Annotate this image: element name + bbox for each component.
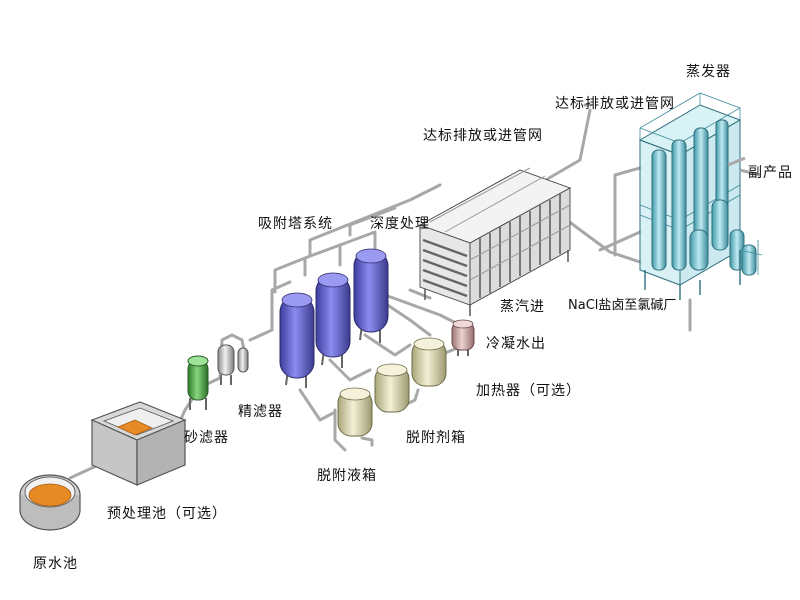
label-sand-filter: 砂滤器 (184, 430, 229, 446)
desorbent-tank-1 (374, 363, 410, 413)
label-desorption-tank: 脱附液箱 (317, 468, 377, 484)
label-raw-pool: 原水池 (33, 556, 78, 572)
label-discharge-2: 达标排放或进管网 (555, 96, 675, 112)
evaporator-unit (638, 92, 763, 300)
desorbent-tank-2 (411, 337, 447, 387)
adsorption-tower-3 (353, 248, 389, 343)
adsorption-tower-1 (279, 292, 315, 388)
label-deep-treatment: 深度处理 (370, 216, 430, 232)
evaporator-pipes (727, 156, 761, 177)
label-pretreat-pool: 预处理池（可选） (107, 506, 227, 522)
label-discharge-1: 达标排放或进管网 (423, 128, 543, 144)
sand-filter (187, 355, 209, 410)
adsorption-tower-2 (315, 272, 351, 368)
label-byproduct: 副产品 (748, 165, 793, 181)
label-adsorption-tower: 吸附塔系统 (258, 216, 333, 232)
heater (451, 319, 475, 356)
pretreatment-pool (90, 401, 187, 486)
raw-water-pool (19, 474, 81, 531)
label-condensate-out: 冷凝水出 (486, 336, 546, 352)
label-nacl-brine: NaCl盐卤至氯碱厂 (568, 298, 677, 313)
pipe-network (68, 103, 692, 480)
label-desorbent-tank: 脱附剂箱 (406, 430, 466, 446)
membrane-unit (418, 167, 572, 316)
desorption-liquid-tank (337, 387, 373, 437)
label-fine-filter: 精滤器 (238, 404, 283, 420)
label-steam-in: 蒸汽进 (500, 299, 545, 315)
fine-filter (217, 344, 249, 385)
label-evaporator: 蒸发器 (686, 64, 731, 80)
label-heater: 加热器（可选） (476, 383, 581, 399)
